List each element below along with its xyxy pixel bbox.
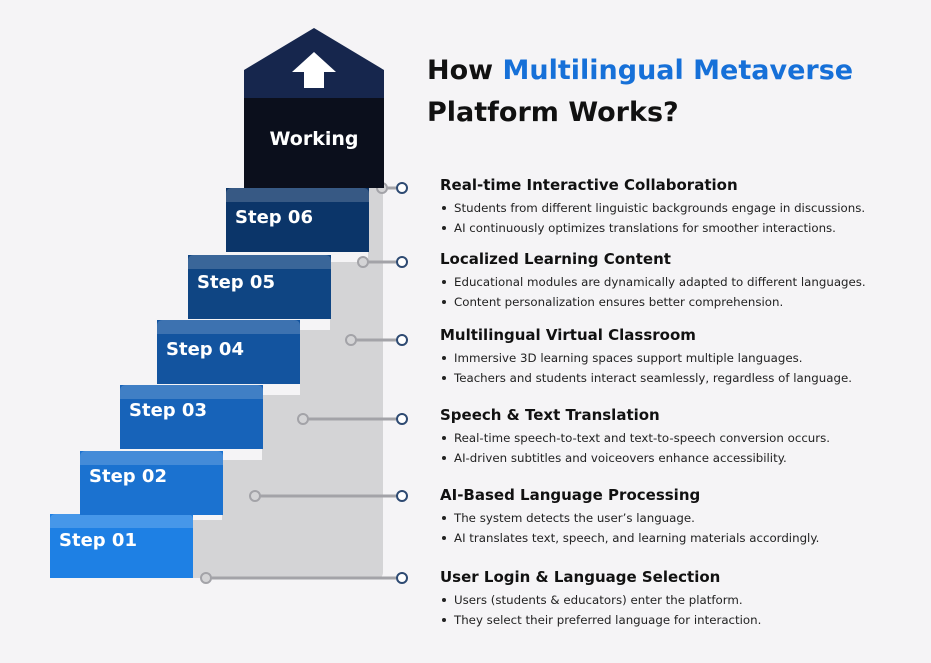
step-block-5 bbox=[188, 255, 331, 319]
step-tread-3 bbox=[120, 385, 263, 399]
bullet-point: Students from different linguistic backg… bbox=[440, 198, 920, 218]
step-description-title: User Login & Language Selection bbox=[440, 568, 721, 586]
step-block-6 bbox=[226, 188, 369, 252]
connector-end-dot-3 bbox=[396, 334, 408, 346]
step-label-4: Step 04 bbox=[166, 339, 244, 360]
connector-start-dot-5 bbox=[249, 490, 261, 502]
connector-end-dot-5 bbox=[396, 490, 408, 502]
connector-start-dot-4 bbox=[297, 413, 309, 425]
step-tread-2 bbox=[80, 451, 223, 465]
connector-start-dot-6 bbox=[200, 572, 212, 584]
step-description-title: Real-time Interactive Collaboration bbox=[440, 176, 738, 194]
step-tread-6 bbox=[226, 188, 369, 202]
bullet-point: AI-driven subtitles and voiceovers enhan… bbox=[440, 448, 920, 468]
arrow-up-icon bbox=[292, 52, 336, 88]
gray-back-wall bbox=[190, 184, 383, 578]
step-block-3 bbox=[120, 385, 263, 449]
page-title: How Multilingual Metaverse Platform Work… bbox=[427, 50, 853, 134]
step-tread-1 bbox=[50, 514, 193, 528]
step-label-5: Step 05 bbox=[197, 272, 275, 293]
step-description-title: Speech & Text Translation bbox=[440, 406, 660, 424]
connector-start-dot-3 bbox=[345, 334, 357, 346]
step-tread-4 bbox=[157, 320, 300, 334]
working-box bbox=[244, 98, 384, 188]
connector-start-dot-2 bbox=[357, 256, 369, 268]
step-block-1 bbox=[50, 514, 193, 578]
title-prefix: How bbox=[427, 55, 503, 86]
title-line2: Platform Works? bbox=[427, 97, 679, 128]
connector-end-dot-4 bbox=[396, 413, 408, 425]
step-label-2: Step 02 bbox=[89, 466, 167, 487]
step-blocks bbox=[50, 188, 369, 578]
step-label-6: Step 06 bbox=[235, 207, 313, 228]
step-tread-5 bbox=[188, 255, 331, 269]
bullet-point: Teachers and students interact seamlessl… bbox=[440, 368, 920, 388]
step-label-3: Step 03 bbox=[129, 400, 207, 421]
bullet-point: Content personalization ensures better c… bbox=[440, 292, 920, 312]
bullet-point: Users (students & educators) enter the p… bbox=[440, 590, 920, 610]
bullet-point: The system detects the user’s language. bbox=[440, 508, 920, 528]
step-label-1: Step 01 bbox=[59, 530, 137, 551]
bullet-point: They select their preferred language for… bbox=[440, 610, 920, 630]
step-description-title: AI-Based Language Processing bbox=[440, 486, 701, 504]
bullet-point: AI translates text, speech, and learning… bbox=[440, 528, 920, 548]
working-block bbox=[244, 28, 384, 188]
title-accent: Multilingual Metaverse bbox=[502, 55, 854, 86]
step-block-2 bbox=[80, 451, 223, 515]
step-description-title: Multilingual Virtual Classroom bbox=[440, 326, 696, 344]
bullet-point: Educational modules are dynamically adap… bbox=[440, 272, 920, 292]
bullet-point: Real-time speech-to-text and text-to-spe… bbox=[440, 428, 920, 448]
bullet-point: Immersive 3D learning spaces support mul… bbox=[440, 348, 920, 368]
connector-end-dot-2 bbox=[396, 256, 408, 268]
step-description-title: Localized Learning Content bbox=[440, 250, 671, 268]
connector-end-dot-6 bbox=[396, 572, 408, 584]
step-block-4 bbox=[157, 320, 300, 384]
connector-end-dot-1 bbox=[396, 182, 408, 194]
working-label: Working bbox=[269, 128, 359, 150]
connector-lines bbox=[200, 182, 408, 584]
bullet-point: AI continuously optimizes translations f… bbox=[440, 218, 920, 238]
